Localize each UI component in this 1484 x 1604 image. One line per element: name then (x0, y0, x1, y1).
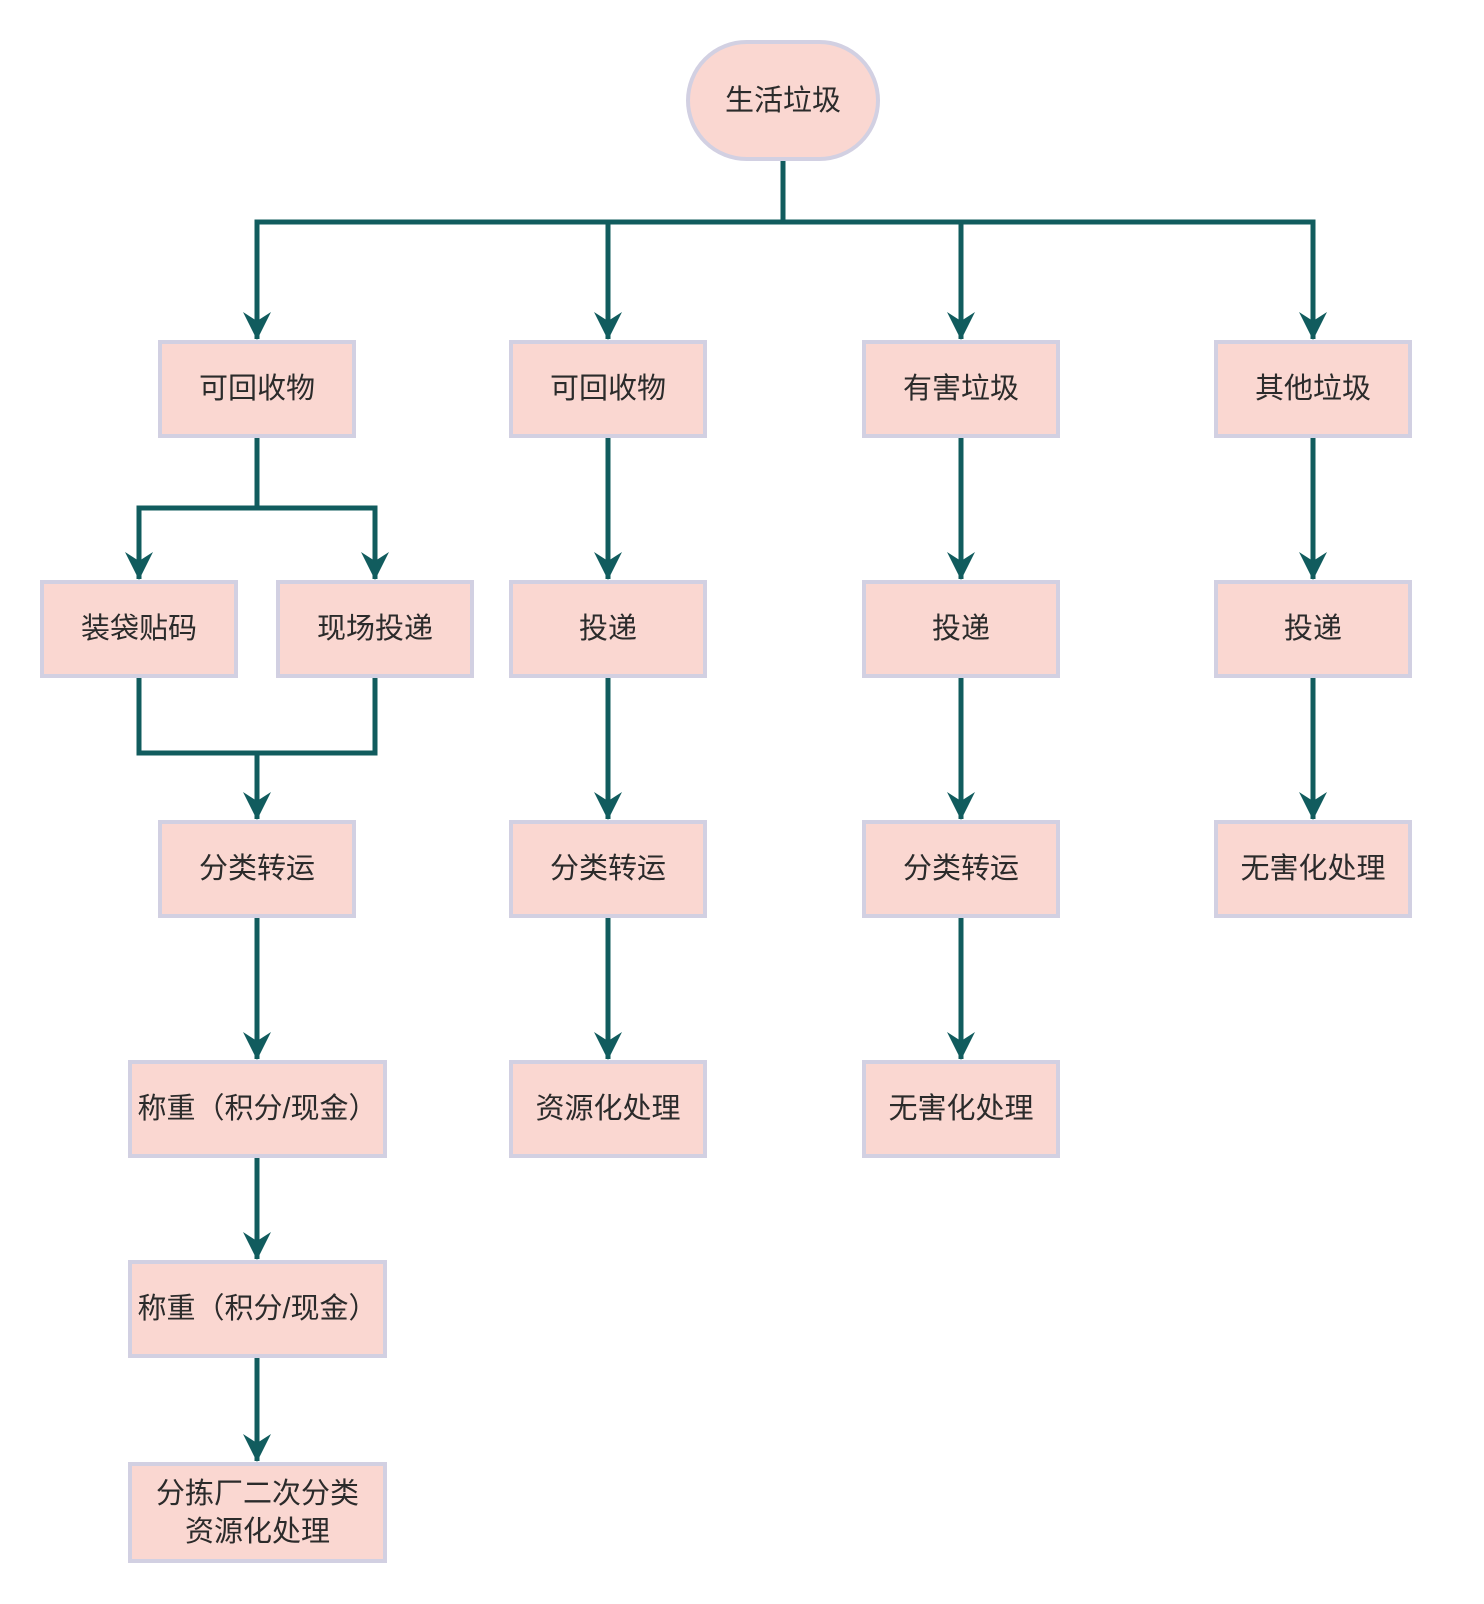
node-other-waste: 其他垃圾 (1214, 340, 1412, 438)
node-transfer-recyclable-1: 分类转运 (158, 820, 356, 918)
node-weigh-points-cash-2: 称重（积分/现金） (128, 1260, 387, 1358)
node-weigh-points-cash-1: 称重（积分/现金） (128, 1060, 387, 1158)
node-recyclable-1: 可回收物 (158, 340, 356, 438)
node-transfer-recyclable-2: 分类转运 (509, 820, 707, 918)
node-onsite-delivery: 现场投递 (276, 580, 474, 678)
node-recyclable-2: 可回收物 (509, 340, 707, 438)
node-delivery-recyclable: 投递 (509, 580, 707, 678)
node-delivery-other: 投递 (1214, 580, 1412, 678)
node-harmless-treatment-other: 无害化处理 (1214, 820, 1412, 918)
node-household-waste: 生活垃圾 (686, 40, 880, 161)
node-secondary-sorting-resource: 分拣厂二次分类 资源化处理 (128, 1462, 387, 1563)
node-bag-and-code: 装袋贴码 (40, 580, 238, 678)
node-harmless-treatment-harmful: 无害化处理 (862, 1060, 1060, 1158)
node-harmful-waste: 有害垃圾 (862, 340, 1060, 438)
node-resource-treatment: 资源化处理 (509, 1060, 707, 1158)
node-delivery-harmful: 投递 (862, 580, 1060, 678)
node-transfer-harmful: 分类转运 (862, 820, 1060, 918)
